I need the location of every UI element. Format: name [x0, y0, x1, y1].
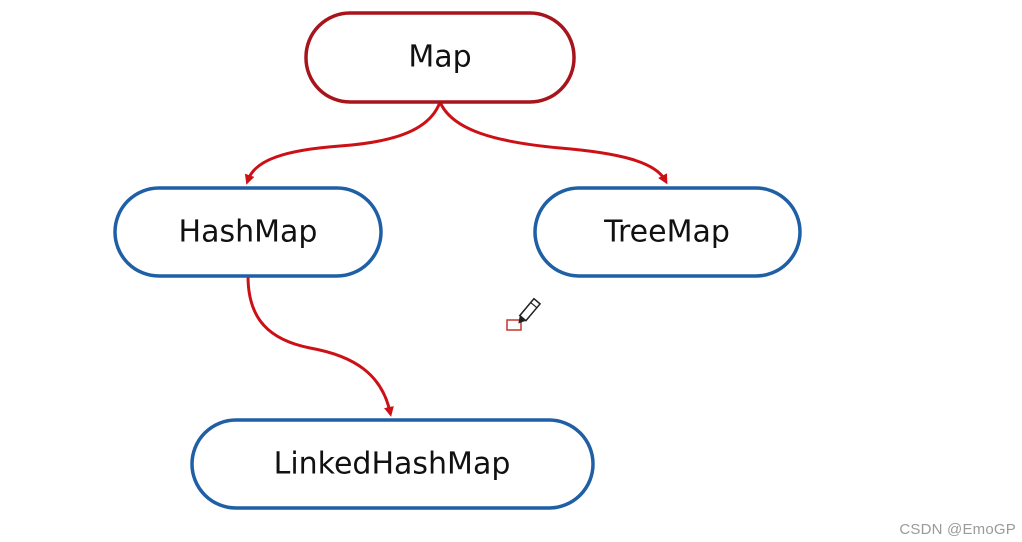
node-hashmap[interactable]: HashMap — [113, 186, 383, 278]
node-linkedhashmap-box — [190, 418, 595, 510]
pencil-icon — [506, 297, 542, 331]
node-map-box — [304, 11, 576, 104]
node-hashmap-box — [113, 186, 383, 278]
node-treemap-label: TreeMap — [603, 215, 730, 250]
node-map[interactable]: Map — [304, 11, 576, 104]
node-hashmap-label: HashMap — [179, 215, 318, 250]
node-linkedhashmap-label: LinkedHashMap — [274, 447, 511, 482]
arrow-map-to-hashmap — [244, 101, 442, 185]
node-treemap-box — [533, 186, 802, 278]
node-treemap[interactable]: TreeMap — [533, 186, 802, 278]
watermark-text: CSDN @EmoGP — [899, 521, 1016, 538]
arrow-map-to-treemap — [438, 101, 668, 185]
node-map-label: Map — [408, 40, 471, 75]
arrow-hashmap-to-linkedhashmap — [246, 275, 394, 417]
node-linkedhashmap[interactable]: LinkedHashMap — [190, 418, 595, 510]
